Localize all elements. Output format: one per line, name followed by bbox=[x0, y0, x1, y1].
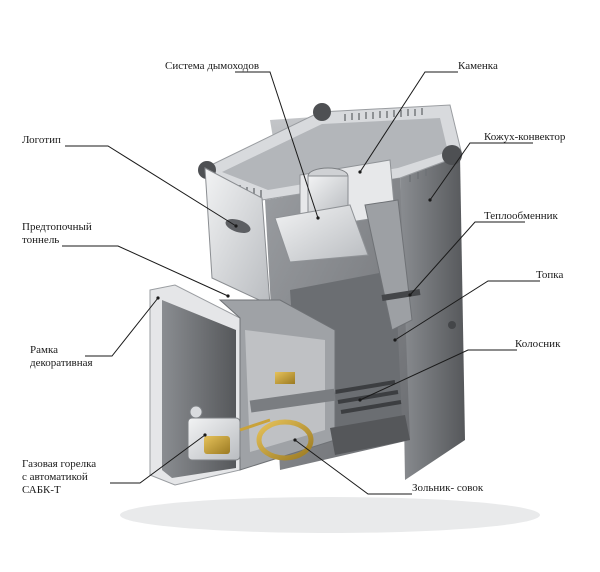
corner-cap-back bbox=[313, 103, 331, 121]
floor-shadow bbox=[120, 497, 540, 533]
label-heater-stones: Каменка bbox=[458, 60, 498, 72]
heat-exchanger-pipe bbox=[381, 289, 421, 301]
label-logo: Логотип bbox=[22, 134, 61, 146]
leader-firebox bbox=[394, 280, 540, 341]
valve-knob bbox=[189, 405, 203, 419]
thermocouple-block bbox=[275, 372, 295, 384]
leader-lines bbox=[62, 71, 540, 495]
leader-casing bbox=[429, 142, 533, 201]
burner-tube bbox=[249, 388, 336, 413]
gas-line bbox=[239, 418, 271, 432]
label-firebox: Топка bbox=[536, 269, 564, 281]
grate-bars bbox=[334, 380, 402, 414]
casing-bolt bbox=[448, 321, 456, 329]
gas-valve-brass bbox=[204, 436, 230, 454]
label-grate: Колосник bbox=[515, 338, 561, 350]
flue-channel bbox=[274, 204, 369, 263]
label-heat-exchanger: Теплообменник bbox=[484, 210, 558, 222]
label-decorative-frame: Рамка декоративная bbox=[30, 344, 93, 369]
leader-dots bbox=[156, 170, 432, 442]
leader-flue-system bbox=[235, 71, 319, 219]
ash-pan bbox=[330, 415, 410, 455]
label-ash-pan: Зольник- совок bbox=[412, 482, 484, 494]
leader-tunnel bbox=[62, 245, 229, 297]
corner-cap-right bbox=[442, 145, 462, 165]
burner-ring bbox=[256, 419, 314, 461]
leader-heater-stones bbox=[359, 71, 458, 173]
leader-gas-burner bbox=[110, 434, 206, 484]
leader-logo bbox=[65, 145, 237, 227]
leader-frame bbox=[85, 297, 159, 357]
leader-heat-exchanger bbox=[409, 221, 525, 296]
label-pre-furnace-tunnel: Предтопочный тоннель bbox=[22, 221, 92, 246]
casing-right-side bbox=[400, 155, 465, 480]
logo-badge bbox=[225, 219, 251, 233]
label-casing-convector: Кожух-конвектор bbox=[484, 131, 566, 143]
leader-grate bbox=[359, 349, 517, 401]
label-gas-burner: Газовая горелка с автоматикой САБК-Т bbox=[22, 458, 97, 496]
leader-ash-pan bbox=[294, 439, 412, 495]
casing-top-opening bbox=[222, 118, 448, 190]
label-flue-system: Система дымоходов bbox=[165, 60, 260, 72]
